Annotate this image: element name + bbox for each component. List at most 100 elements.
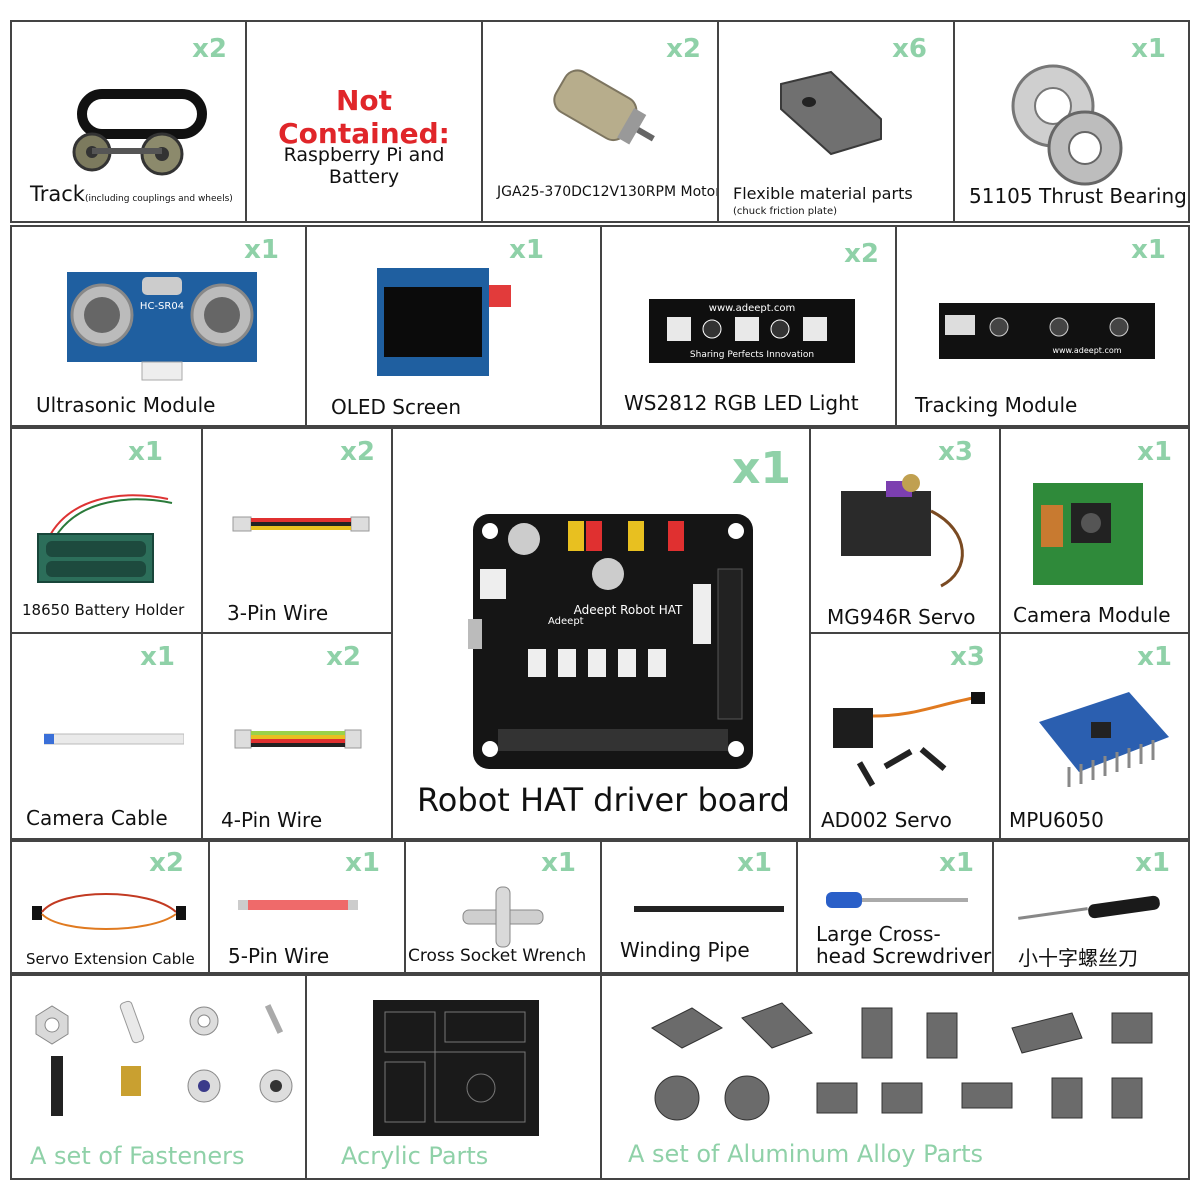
bearing-image — [1011, 64, 1123, 186]
item-label: Acrylic Parts — [341, 1142, 489, 1170]
hat-board-text: Adeept Robot HAT — [574, 603, 683, 617]
ultrasonic-chip-label: HC-SR04 — [140, 301, 184, 312]
ad002-image — [833, 692, 985, 787]
quantity-badge: x2 — [844, 239, 879, 269]
item-label: Track(including couplings and wheels) — [30, 182, 233, 206]
item-cross-socket-wrench: x1 Cross Socket Wrench — [404, 840, 602, 974]
item-label: Camera Cable — [26, 806, 168, 830]
quantity-badge: x1 — [939, 848, 974, 878]
quantity-badge: x1 — [1137, 437, 1172, 467]
quantity-badge: x1 — [140, 642, 175, 672]
friction-plate-image — [780, 70, 882, 156]
item-label: Tracking Module — [915, 393, 1078, 417]
servo-extension-image — [32, 893, 186, 930]
item-winding-pipe: x1 Winding Pipe — [600, 840, 798, 974]
quantity-badge: x1 — [1131, 235, 1166, 265]
item-label: Servo Extension Cable — [26, 950, 195, 968]
item-label: AD002 Servo — [821, 808, 952, 832]
item-mpu6050: x1 MPU6050 — [999, 632, 1190, 840]
quantity-badge: x3 — [938, 437, 973, 467]
item-oled: x1 OLED Screen — [305, 225, 602, 427]
quantity-badge: x1 — [732, 443, 791, 494]
acrylic-image — [373, 1000, 539, 1136]
item-3pin-wire: x2 3-Pin Wire — [201, 427, 393, 634]
item-servo-extension-cable: x2 Servo Extension Cable — [10, 840, 210, 974]
item-camera-module: x1 Camera Module — [999, 427, 1190, 634]
item-label: Cross Socket Wrench — [408, 946, 587, 966]
quantity-badge: x6 — [892, 34, 927, 64]
item-label: 4-Pin Wire — [221, 808, 323, 832]
item-label: WS2812 RGB LED Light — [624, 391, 859, 415]
5pin-wire-image — [238, 900, 358, 910]
quantity-badge: x1 — [541, 848, 576, 878]
quantity-badge: x1 — [345, 848, 380, 878]
track-note: (including couplings and wheels) — [84, 194, 233, 204]
item-label: 51105 Thrust Bearing — [969, 184, 1187, 208]
item-ad002-servo: x3 AD002 Servo — [809, 632, 1001, 840]
item-ws2812: x2 www.adeept.com Sharing Perfects Innov… — [600, 225, 897, 427]
oled-image — [377, 268, 511, 376]
item-note: (chuck friction plate) — [733, 206, 838, 217]
ultrasonic-image: HC-SR04 — [67, 272, 257, 381]
ws2812-slogan-text: Sharing Perfects Innovation — [690, 350, 814, 360]
item-not-contained: Not Contained: Raspberry Pi and Battery — [245, 20, 483, 223]
item-label: 18650 Battery Holder — [22, 601, 185, 619]
item-label-2: head Screwdriver — [816, 944, 992, 968]
item-robot-hat: x1 Adeept Robot HAT Adeept Robot HAT dri… — [391, 427, 811, 840]
camera-cable-image — [44, 733, 184, 745]
not-contained-text: Raspberry Pi and Battery — [283, 144, 445, 188]
item-4pin-wire: x2 4-Pin Wire — [201, 632, 393, 840]
large-screwdriver-image — [826, 892, 968, 908]
item-acrylic-parts: Acrylic Parts — [305, 974, 602, 1180]
item-label: 小十字螺丝刀 — [1018, 946, 1138, 970]
item-label-1: Large Cross- — [816, 922, 941, 946]
item-5pin-wire: x1 5-Pin Wire — [208, 840, 406, 974]
fasteners-image — [35, 1000, 293, 1116]
quantity-badge: x2 — [192, 34, 227, 64]
aluminum-parts-image — [651, 1002, 1153, 1121]
tracking-site-text: www.adeept.com — [1052, 346, 1121, 355]
item-flexible-parts: x6 Flexible material parts (chuck fricti… — [717, 20, 955, 223]
quantity-badge: x2 — [149, 848, 184, 878]
not-contained-title: Not Contained: — [278, 84, 450, 150]
item-label: A set of Fasteners — [30, 1142, 245, 1170]
item-motor: x2 JGA25-370DC12V130RPM Motor — [481, 20, 719, 223]
item-label: Winding Pipe — [620, 938, 750, 962]
ws2812-image: www.adeept.com Sharing Perfects Innovati… — [649, 299, 855, 363]
quantity-badge: x1 — [737, 848, 772, 878]
item-label: 5-Pin Wire — [228, 944, 330, 968]
camera-module-image — [1033, 483, 1143, 585]
item-label: Flexible material parts — [733, 184, 913, 203]
item-label: MPU6050 — [1009, 808, 1104, 832]
quantity-badge: x3 — [950, 642, 985, 672]
item-label: OLED Screen — [331, 395, 462, 419]
quantity-badge: x1 — [509, 235, 544, 265]
item-fasteners: A set of Fasteners — [10, 974, 307, 1180]
hat-brand-text: Adeept — [548, 616, 584, 627]
robot-hat-image: Adeept Robot HAT Adeept — [468, 514, 753, 769]
mpu6050-image — [1039, 692, 1169, 787]
mg946r-image — [841, 474, 964, 588]
item-label: Camera Module — [1013, 603, 1171, 627]
quantity-badge: x1 — [128, 437, 163, 467]
item-label: Ultrasonic Module — [36, 393, 216, 417]
quantity-badge: x2 — [326, 642, 361, 672]
quantity-badge: x1 — [1137, 642, 1172, 672]
item-small-screwdriver: x1 小十字螺丝刀 — [992, 840, 1190, 974]
item-aluminum-parts: A set of Aluminum Alloy Parts — [600, 974, 1190, 1180]
track-image — [72, 89, 207, 176]
item-label: JGA25-370DC12V130RPM Motor — [497, 184, 719, 200]
wrench-image — [462, 886, 544, 948]
item-tracking: x1 www.adeept.com Tracking Module — [895, 225, 1190, 427]
item-label: MG946R Servo — [827, 605, 976, 629]
3pin-wire-image — [232, 516, 370, 532]
quantity-badge: x1 — [1131, 34, 1166, 64]
quantity-badge: x1 — [1135, 848, 1170, 878]
quantity-badge: x2 — [340, 437, 375, 467]
tracking-image: www.adeept.com — [939, 303, 1155, 359]
item-track: x2 Track(including couplings and wheels) — [10, 20, 247, 223]
item-mg946r-servo: x3 MG946R Servo — [809, 427, 1001, 634]
winding-pipe-image — [634, 906, 784, 912]
item-label: 3-Pin Wire — [227, 601, 329, 625]
track-label: Track — [30, 182, 85, 206]
